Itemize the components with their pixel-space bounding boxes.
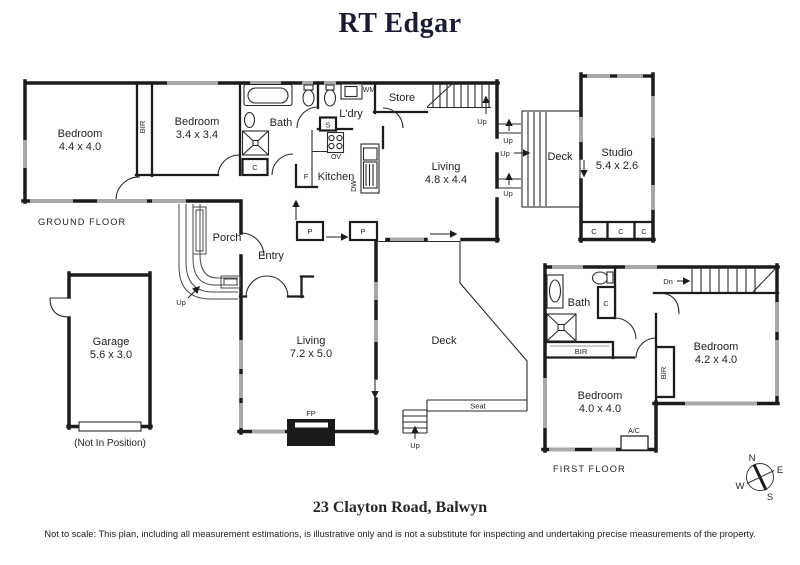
ac-label: A/C [628,428,640,435]
toilet [591,271,614,285]
dn-label: Dn [663,277,673,286]
room-label: Living [297,335,326,347]
fireplace-label: FP [306,409,316,418]
garage-door [78,421,142,432]
stairs-first [691,267,777,293]
studio-windows [579,74,655,210]
bathtub [243,83,293,107]
room-dims: 5.4 x 2.6 [596,160,638,172]
fireplace [287,419,335,446]
room-label: Bath [270,117,293,129]
wm-label: WM [363,87,376,94]
room-dims: 5.6 x 3.0 [90,349,132,361]
cupboard-label: C [252,163,258,172]
post-label: P [307,227,312,236]
room-label: Bedroom [578,390,623,402]
ground-floor-door-arcs [115,106,404,298]
cupboard-box [596,285,617,320]
room-label: Kitchen [318,171,355,183]
toilet [323,84,337,107]
compass-north: N [749,453,756,464]
shower [241,130,270,156]
compass-crossline [746,470,775,484]
shower [546,313,577,342]
room-label: Bedroom [58,128,103,140]
studio-plan: Studio 5.4 x 2.6 Deck C C C [521,72,656,243]
post-label: P [360,227,365,236]
stove [326,131,345,154]
room-dims: 4.4 x 4.0 [59,141,101,153]
porch-steps [178,204,241,300]
bir-label: BIR [659,366,668,379]
dishwasher-label: DW [351,180,358,192]
first-floor-door-arcs [614,292,680,359]
stairs-ground [426,83,491,109]
bir-label: BIR [575,347,588,356]
room-label: Garage [93,336,130,348]
sink-box [318,116,338,132]
floor-title: FIRST FLOOR [553,464,626,474]
room-label: Entry [258,250,284,262]
up-label: Up [176,298,186,307]
compass-rose: N E W S [736,453,784,503]
garage-walls [66,271,153,430]
first-floor-windows [543,265,779,452]
air-conditioner [620,435,649,451]
cupboard-label: C [618,227,624,236]
up-label: Up [410,441,420,450]
fridge-label: F [304,172,309,181]
first-floor-plan: Bath C BIR BIR Dn Bedroom 4.2 x 4.0 Bedr… [541,263,780,474]
washing-machine [340,83,363,100]
basin [546,274,564,309]
room-label: Store [389,92,415,104]
up-label: Up [477,117,487,126]
room-label: Deck [431,335,457,347]
room-dims: 7.2 x 5.0 [290,348,332,360]
ground-floor-plan: Bedroom 4.4 x 4.0 BIR Bedroom 3.4 x 3.4 … [21,79,531,450]
studio-closet-walls [579,220,655,241]
room-label: Living [432,161,461,173]
bir-label: BIR [138,120,147,133]
floor-title: GROUND FLOOR [38,217,126,227]
up-label: Up [500,149,510,158]
room-dims: 4.0 x 4.0 [579,403,621,415]
disclaimer-text: Not to scale: This plan, including all m… [44,529,756,539]
toilet [302,84,315,107]
room-label: Bath [568,297,591,309]
seat-label: Seat [470,402,486,411]
compass-south: S [767,492,773,503]
post-box [295,220,325,242]
dishwasher-sink-unit [360,143,380,194]
ground-floor-windows [23,81,424,434]
sink-label: S [325,121,330,130]
room-dims: 4.2 x 4.0 [695,354,737,366]
room-label: L'dry [339,108,363,120]
oven-label: OV [331,154,341,161]
room-label: Porch [213,232,242,244]
cupboard-label: C [641,227,647,236]
basin [243,111,256,129]
up-label: Up [503,136,513,145]
room-dims: 3.4 x 3.4 [176,129,218,141]
post-box [348,220,379,242]
cupboard-label: C [591,227,597,236]
room-label: Bedroom [694,341,739,353]
compass-west: W [736,481,745,492]
garage-door-arc [49,297,70,318]
room-dims: 4.8 x 4.4 [425,174,467,186]
garage-plan: Garage 5.6 x 3.0 (Not In Position) [49,271,153,449]
garage-note: (Not In Position) [74,438,146,449]
first-floor-interior-walls [543,265,780,405]
up-arrow [187,286,200,299]
up-label: Up [503,189,513,198]
room-label: Bedroom [175,116,220,128]
cupboard-box [241,157,269,177]
room-label: Studio [601,147,632,159]
room-label: Deck [547,151,573,163]
property-address: 23 Clayton Road, Balwyn [312,499,488,516]
cupboard-label: C [603,299,609,308]
agency-logo: RT Edgar [338,8,462,39]
compass-east: E [777,465,783,476]
